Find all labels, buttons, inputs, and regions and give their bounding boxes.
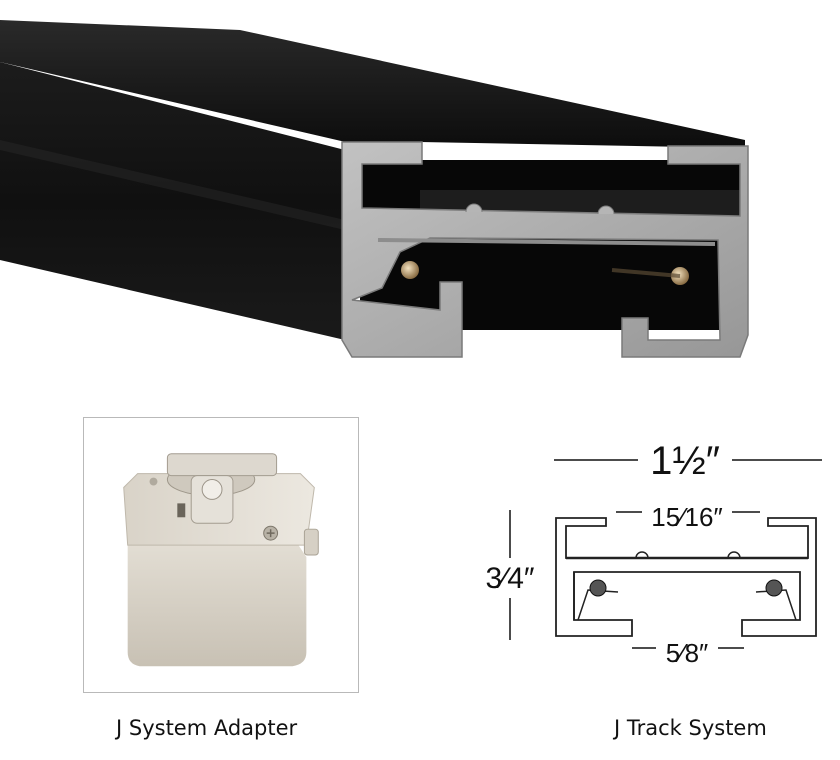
track-photo — [0, 20, 749, 358]
right-contact-icon — [765, 579, 783, 597]
track-caption: J Track System — [614, 716, 767, 740]
track-dimension-diagram: 1½″ 15⁄16″ 3⁄4″ 5⁄8″ — [486, 439, 822, 668]
slot-opening-label: 5⁄8″ — [666, 638, 708, 668]
height-label: 3⁄4″ — [486, 562, 535, 595]
adapter-photo — [83, 417, 359, 693]
inner-opening-label: 15⁄16″ — [651, 502, 722, 532]
overall-width-label: 1½″ — [650, 439, 720, 483]
left-contact-icon — [589, 579, 607, 597]
adapter-caption: J System Adapter — [116, 716, 298, 740]
adapter-illustration — [123, 453, 319, 667]
track-profile-outline — [555, 517, 817, 637]
